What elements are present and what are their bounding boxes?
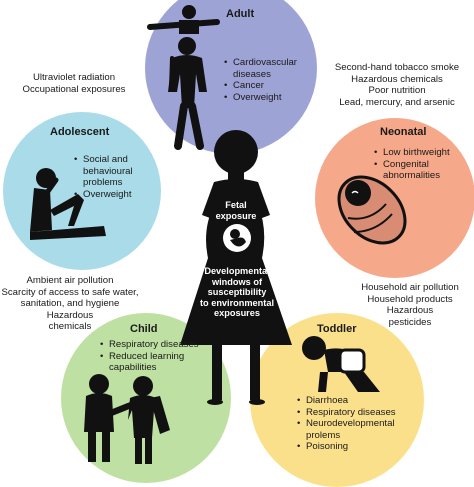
adolescent-outcome-2: Overweight <box>74 189 162 201</box>
toddler-outcomes-list: Diarrhoea Respiratory diseases Neurodeve… <box>297 395 415 453</box>
fetus-icon <box>223 224 251 252</box>
toddler-exposure-2: Household products <box>367 293 453 305</box>
adolescent-figure-icon <box>30 168 106 240</box>
child-title: Child <box>130 323 158 335</box>
toddler-outcome-3: Neurodevelopmental prolems <box>297 418 415 441</box>
toddler-outcome-2: Respiratory diseases <box>297 407 415 419</box>
child-outcome-2: Reduced learning capabilities <box>100 351 204 374</box>
neonatal-exposure-4: Lead, mercury, and arsenic <box>339 96 455 108</box>
toddler-outcome-1: Diarrhoea <box>297 395 415 407</box>
neonatal-title: Neonatal <box>380 126 427 138</box>
windows-line-4: to environmental <box>199 297 275 308</box>
adult-figure-icon <box>147 5 220 150</box>
toddler-exposure-3: Hazardous <box>386 305 434 317</box>
swaddled-baby-icon <box>337 175 407 245</box>
toddler-title: Toddler <box>317 323 357 335</box>
child-exposure-3: sanitation, and hygiene <box>20 298 120 310</box>
child-exposures: Ambient air pollution Scarcity of access… <box>0 275 140 333</box>
neonatal-exposures: Second-hand tobacco smoke Hazardous chem… <box>332 62 462 108</box>
toddler-outcome-4: Poisoning <box>297 441 415 453</box>
toddler-exposures: Household air pollution Household produc… <box>352 282 468 328</box>
neonatal-exposure-2: Hazardous chemicals <box>351 73 443 85</box>
adult-exposures: Ultraviolet radiation Occupational expos… <box>18 72 130 95</box>
neonatal-outcome-2: Congenital abnormalities <box>374 159 470 182</box>
adult-exposure-2: Occupational exposures <box>22 83 126 95</box>
adult-title: Adult <box>226 8 255 20</box>
windows-line-1: Developmental <box>204 266 270 276</box>
adolescent-title: Adolescent <box>50 126 110 138</box>
adult-outcome-3: Overweight <box>224 92 304 104</box>
child-exposure-5: chemicals <box>48 321 92 333</box>
adult-exposure-1: Ultraviolet radiation <box>32 72 116 83</box>
adult-outcomes-list: Cardiovascular diseases Cancer Overweigh… <box>224 57 304 103</box>
adolescent-outcome-1: Social and behavioural problems <box>74 154 162 189</box>
developmental-windows-label: Developmental windows of susceptibility … <box>191 266 283 319</box>
toddler-figure-icon <box>302 336 380 392</box>
adult-outcome-1: Cardiovascular diseases <box>224 57 304 80</box>
child-outcomes-list: Respiratory diseases Reduced learning ca… <box>100 339 204 374</box>
windows-line-3: susceptibility <box>207 287 267 298</box>
adolescent-outcomes-list: Social and behavioural problems Overweig… <box>74 154 162 200</box>
child-exposure-1: Ambient air pollution <box>26 275 114 286</box>
neonatal-exposure-3: Poor nutrition <box>368 85 426 97</box>
toddler-exposure-4: pesticides <box>388 316 432 328</box>
diagram: Adult Cardiovascular diseases Cancer Ove… <box>0 0 474 475</box>
child-exposure-2: Scarcity of access to safe water, <box>1 286 139 298</box>
fetal-exposure-line-2: exposure <box>215 210 257 221</box>
pregnant-woman-icon <box>180 130 292 405</box>
children-figure-icon <box>84 374 170 464</box>
windows-line-2: windows of <box>211 276 262 287</box>
neonatal-outcomes-list: Low birthweight Congenital abnormalities <box>374 147 470 182</box>
neonatal-outcome-1: Low birthweight <box>374 147 470 159</box>
fetal-exposure-line-1: Fetal <box>225 200 247 210</box>
fetal-exposure-label: Fetal exposure <box>196 200 276 221</box>
silhouettes <box>30 5 407 464</box>
adult-outcome-2: Cancer <box>224 80 304 92</box>
neonatal-exposure-1: Second-hand tobacco smoke <box>334 62 460 73</box>
child-exposure-4: Hazardous <box>46 309 94 321</box>
toddler-exposure-1: Household air pollution <box>361 282 459 293</box>
child-outcome-1: Respiratory diseases <box>100 339 204 351</box>
windows-line-5: exposures <box>214 308 260 319</box>
